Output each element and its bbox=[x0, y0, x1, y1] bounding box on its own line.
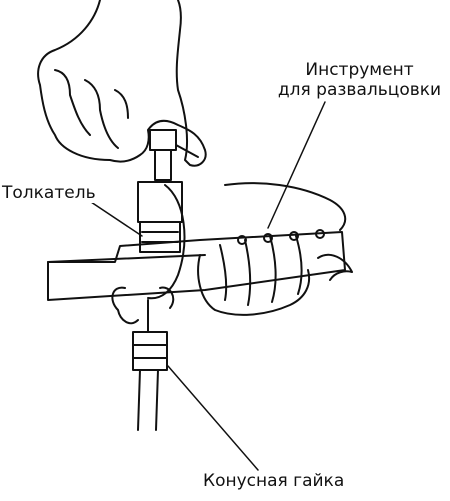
yoke-frame bbox=[147, 184, 186, 300]
label-flaring-tool-line1: Инструмент bbox=[305, 60, 414, 80]
wing-nut-right bbox=[317, 253, 353, 281]
label-flaring-tool: Инструмент для развальцовки bbox=[277, 60, 442, 100]
tube-left-edge bbox=[137, 369, 141, 431]
label-cone-nut: Конусная гайка bbox=[203, 471, 345, 491]
leader-tool bbox=[267, 101, 326, 229]
screw-shaft bbox=[154, 149, 172, 181]
wing-nut-left bbox=[111, 286, 175, 325]
label-flaring-tool-line2: для развальцовки bbox=[277, 80, 442, 100]
upper-hand-fingers bbox=[54, 69, 129, 149]
pusher-collar bbox=[139, 221, 181, 253]
t-bar-handle bbox=[149, 129, 177, 151]
tube-right-edge bbox=[155, 369, 159, 431]
flaring-bar bbox=[47, 231, 346, 301]
label-pusher: Толкатель bbox=[2, 183, 96, 203]
lower-hand bbox=[197, 182, 347, 316]
leader-pusher bbox=[87, 199, 143, 237]
pusher-body bbox=[137, 181, 183, 223]
leader-nut bbox=[167, 365, 259, 471]
cone-nut bbox=[132, 331, 168, 371]
upper-hand bbox=[37, 0, 207, 167]
